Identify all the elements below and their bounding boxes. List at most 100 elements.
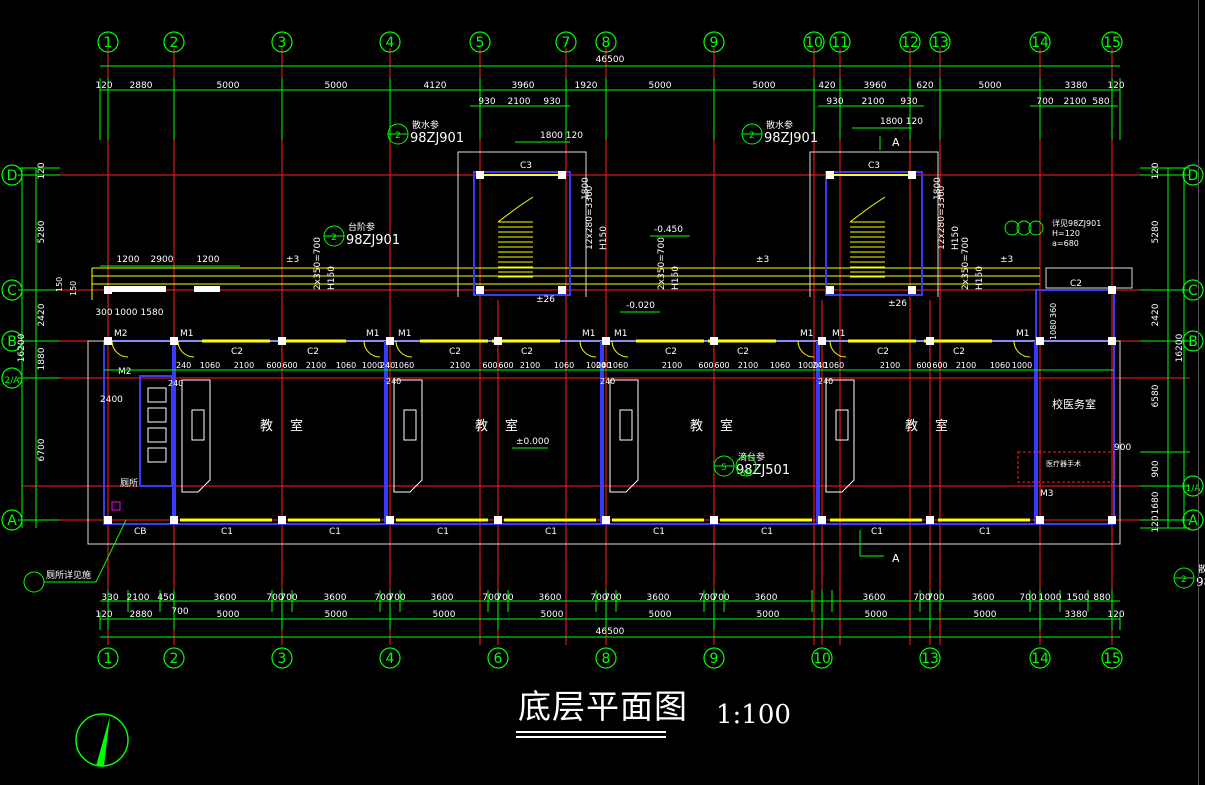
ref-5-num: 2 — [1181, 575, 1187, 585]
top-axis-4-bubble — [469, 31, 491, 53]
dim-right-2: 580 — [1092, 97, 1109, 107]
door-label-0: M2 — [114, 329, 128, 339]
ref-38: 38 — [740, 469, 752, 479]
c1-label-2: C1 — [437, 527, 449, 537]
toilet-note: 厕所详见施 — [46, 569, 91, 581]
dim-left-0: 120 — [37, 162, 47, 179]
top-axis-9-text: 11 — [831, 35, 849, 51]
window-dim-24: 600 — [932, 361, 947, 370]
column-A-2 — [278, 516, 286, 524]
title-underline — [516, 731, 666, 738]
stair-note-11: 1800 — [933, 177, 943, 200]
corridor-dim-1: 2900 — [151, 255, 174, 265]
c2-label-2: C2 — [449, 347, 461, 357]
c1-label-4: C1 — [653, 527, 665, 537]
window-dim-22: 2100 — [880, 361, 900, 370]
dim-bottom-1: 2100 — [127, 593, 150, 603]
dim-right-1: 5280 — [1151, 220, 1161, 243]
top-axis-6-bubble — [595, 31, 617, 53]
dim-bottom-11: 700 — [496, 593, 513, 603]
c2-label-clinic: C2 — [1070, 279, 1082, 289]
door-label-m2b: M2 — [118, 367, 132, 377]
dim-bottom-16: 700 — [698, 593, 715, 603]
c2-label-6: C2 — [877, 347, 889, 357]
column-stair-0 — [476, 171, 484, 179]
window-dim-11: 2100 — [520, 361, 540, 370]
bottom-axis-1-text: 2 — [170, 651, 179, 667]
stair-code-b-0: ±3 — [286, 255, 299, 265]
door-label-8: M1 — [1016, 329, 1030, 339]
podium-0 — [191, 409, 205, 441]
dim-bottom-18: 3600 — [755, 593, 778, 603]
corridor-dim2-2: 1580 — [141, 308, 164, 318]
bottom-axis-7-text: 10 — [813, 651, 831, 667]
window-dim-13: 1000 — [586, 361, 606, 370]
column-B-4 — [494, 337, 502, 345]
window-dim-20: 1000 — [798, 361, 818, 370]
top-axis-13-bubble — [1101, 31, 1123, 53]
stair-code-b-2: ±3 — [1000, 255, 1013, 265]
lectern-1 — [393, 379, 423, 493]
misc-360: 360 — [1049, 303, 1058, 318]
bottom-axis-5-text: 8 — [602, 651, 611, 667]
window-dim-6: 1000 — [362, 361, 382, 370]
window-dim-14: 1060 — [608, 361, 628, 370]
door-swing-2 — [363, 340, 381, 358]
window-dim-23: 600 — [916, 361, 931, 370]
c1-label-1: C1 — [329, 527, 341, 537]
window-dim-10: 600 — [498, 361, 513, 370]
left-axis-0-text: D — [7, 168, 18, 184]
ref-1-label: 散水参 — [412, 119, 439, 131]
door-swing-6 — [797, 340, 815, 358]
top-axis-10-text: 12 — [901, 35, 919, 51]
dim-bottom-3: 3600 — [214, 593, 237, 603]
dim-bottom2-9: 5000 — [974, 610, 997, 620]
dim-right-total-text: 16200 — [1175, 333, 1185, 362]
column-stair-9 — [1108, 286, 1116, 294]
stair-note-2: 12x280=3360 — [585, 185, 595, 250]
column-A-4 — [494, 516, 502, 524]
top-axis-12-bubble — [1029, 31, 1051, 53]
ref-2-code: 98ZJ901 — [764, 131, 818, 146]
classroom-label-b-1: 室 — [505, 418, 518, 434]
column-B-5 — [602, 337, 610, 345]
partition-wall-1 — [384, 341, 388, 524]
right-ref-0 — [1004, 220, 1020, 236]
c2-label-4: C2 — [665, 347, 677, 357]
window-dim-15: 2100 — [662, 361, 682, 370]
bottom-axis-0-text: 1 — [104, 651, 113, 667]
bottom-axis-10-bubble — [1101, 647, 1123, 669]
top-axis-9-bubble — [829, 31, 851, 53]
door-swing-5 — [611, 340, 629, 358]
classroom-label-2: 教 — [690, 418, 703, 434]
dim-stair1-0: 930 — [478, 97, 495, 107]
column-A-6 — [710, 516, 718, 524]
column-B-6 — [710, 337, 718, 345]
column-stair-6 — [826, 286, 834, 294]
dim-top-4: 4120 — [424, 81, 447, 91]
top-axis-2-bubble — [271, 31, 293, 53]
stair-1-outline — [457, 151, 587, 297]
dim-top-14: 120 — [1107, 81, 1124, 91]
ref-4-code: 98ZJ501 — [736, 463, 790, 478]
dim-top-6: 1920 — [575, 81, 598, 91]
stair-1-landing — [497, 196, 534, 223]
column-B-9 — [1036, 337, 1044, 345]
left-axis-4-text: A — [7, 513, 17, 529]
dim-top-12: 5000 — [979, 81, 1002, 91]
stair-2-outline — [809, 151, 939, 297]
right-axis-3-text: 1/A — [1186, 484, 1202, 494]
m3-label: M3 — [1040, 489, 1054, 499]
door-swing-0 — [111, 340, 129, 358]
misc-240-1: 240 — [380, 361, 395, 370]
corridor-dim2-0: 300 — [95, 308, 112, 318]
dim-bottom-21: 1500 — [1067, 593, 1090, 603]
bottom-axis-4-bubble — [487, 647, 509, 669]
ref-4b-circle — [735, 455, 757, 477]
stair-code-b-1: ±3 — [756, 255, 769, 265]
toilet-label: 厕所 — [120, 478, 138, 489]
dim-bottom-12: 3600 — [539, 593, 562, 603]
top-axis-12-text: 14 — [1031, 35, 1049, 51]
dim-top-2: 5000 — [217, 81, 240, 91]
